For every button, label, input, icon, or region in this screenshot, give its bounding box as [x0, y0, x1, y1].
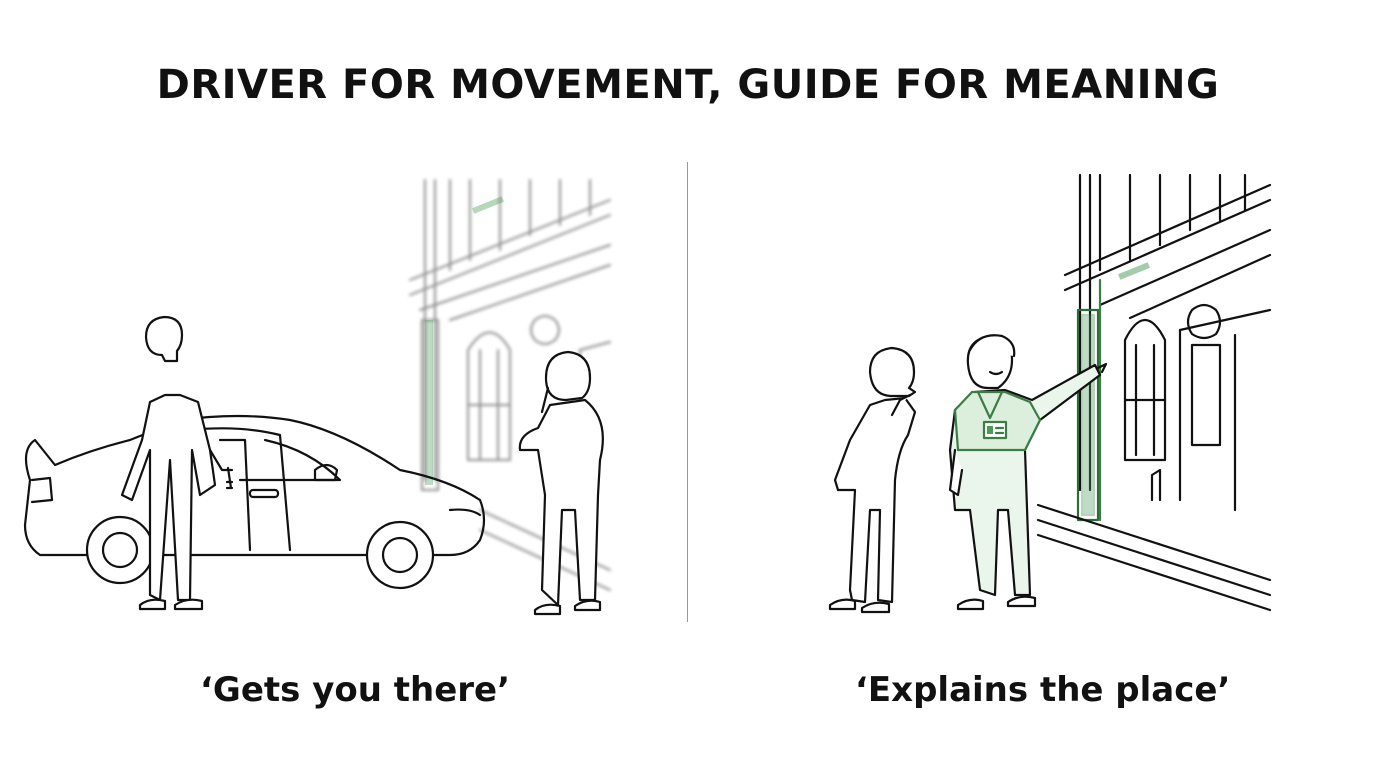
- car: [23, 414, 486, 590]
- guide-illustration: [800, 150, 1290, 630]
- green-accent-strip: [425, 320, 433, 485]
- driver-caption: ‘Gets you there’: [200, 670, 511, 710]
- guide-person: [948, 334, 1108, 611]
- driver-person: [120, 315, 234, 611]
- page-title: DRIVER FOR MOVEMENT, GUIDE FOR MEANING: [156, 62, 1220, 108]
- guide-caption: ‘Explains the place’: [855, 670, 1231, 710]
- panel-divider: [687, 162, 688, 622]
- listener-person: [828, 346, 917, 614]
- building: [1036, 173, 1272, 612]
- driver-illustration: [10, 150, 630, 630]
- bystander-person: [518, 350, 604, 616]
